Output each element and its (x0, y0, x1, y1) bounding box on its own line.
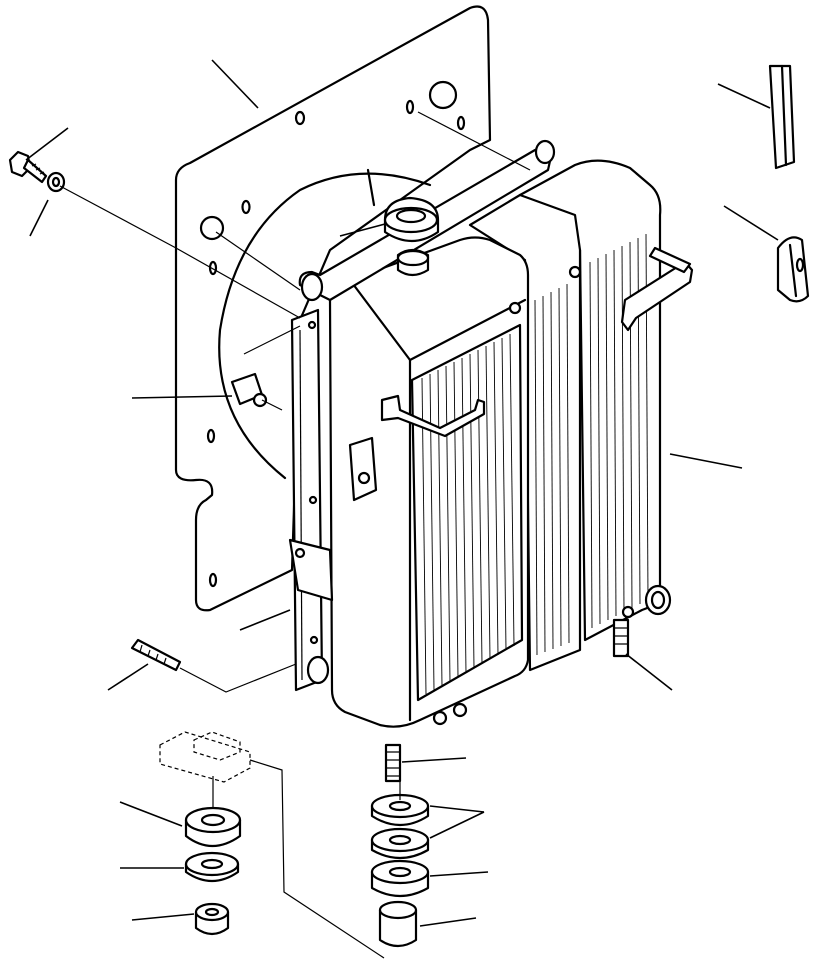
strip (768, 64, 796, 170)
washer (46, 171, 66, 193)
leader-mount-nut (131, 913, 195, 921)
leader-stud-left (107, 663, 149, 691)
stud-right (612, 618, 630, 658)
bolt (8, 150, 48, 184)
leader-mount-large (119, 801, 183, 827)
leader-clip (723, 205, 779, 241)
leader-rubber-lower (429, 871, 489, 877)
sensor (230, 372, 283, 411)
mount-bracket-outline (159, 731, 251, 783)
leader-side-bar (239, 609, 291, 631)
mount-large (184, 806, 242, 848)
leader-washer (29, 199, 49, 237)
leader-cap (339, 223, 386, 237)
mount-washer (184, 851, 240, 883)
clip (776, 236, 810, 303)
shroud-plate (174, 5, 492, 612)
leader-bolt (25, 127, 69, 161)
leader-sleeve (419, 917, 477, 927)
stud-bottom (384, 743, 402, 783)
leader-rubber-pair-a (429, 805, 485, 813)
leader-shroud-plate (211, 59, 259, 109)
leader-strip (717, 83, 771, 109)
leader-stud-bottom (401, 757, 467, 763)
middle-fins (534, 283, 570, 656)
leader-sensor (131, 395, 233, 399)
stud-left (130, 638, 182, 672)
leader-radiator-core (669, 453, 743, 469)
callout-leaders (25, 59, 779, 927)
leader-rubber-pair-b (429, 811, 485, 839)
rubber-lower (370, 859, 430, 898)
assembly-lines (59, 111, 531, 959)
cap (383, 196, 440, 277)
leader-stud-right (625, 653, 673, 691)
clamp-brackets (380, 246, 694, 438)
rubber-pair (370, 793, 430, 860)
side-bar (290, 308, 324, 692)
mount-nut (194, 902, 230, 936)
sleeve (378, 900, 418, 948)
